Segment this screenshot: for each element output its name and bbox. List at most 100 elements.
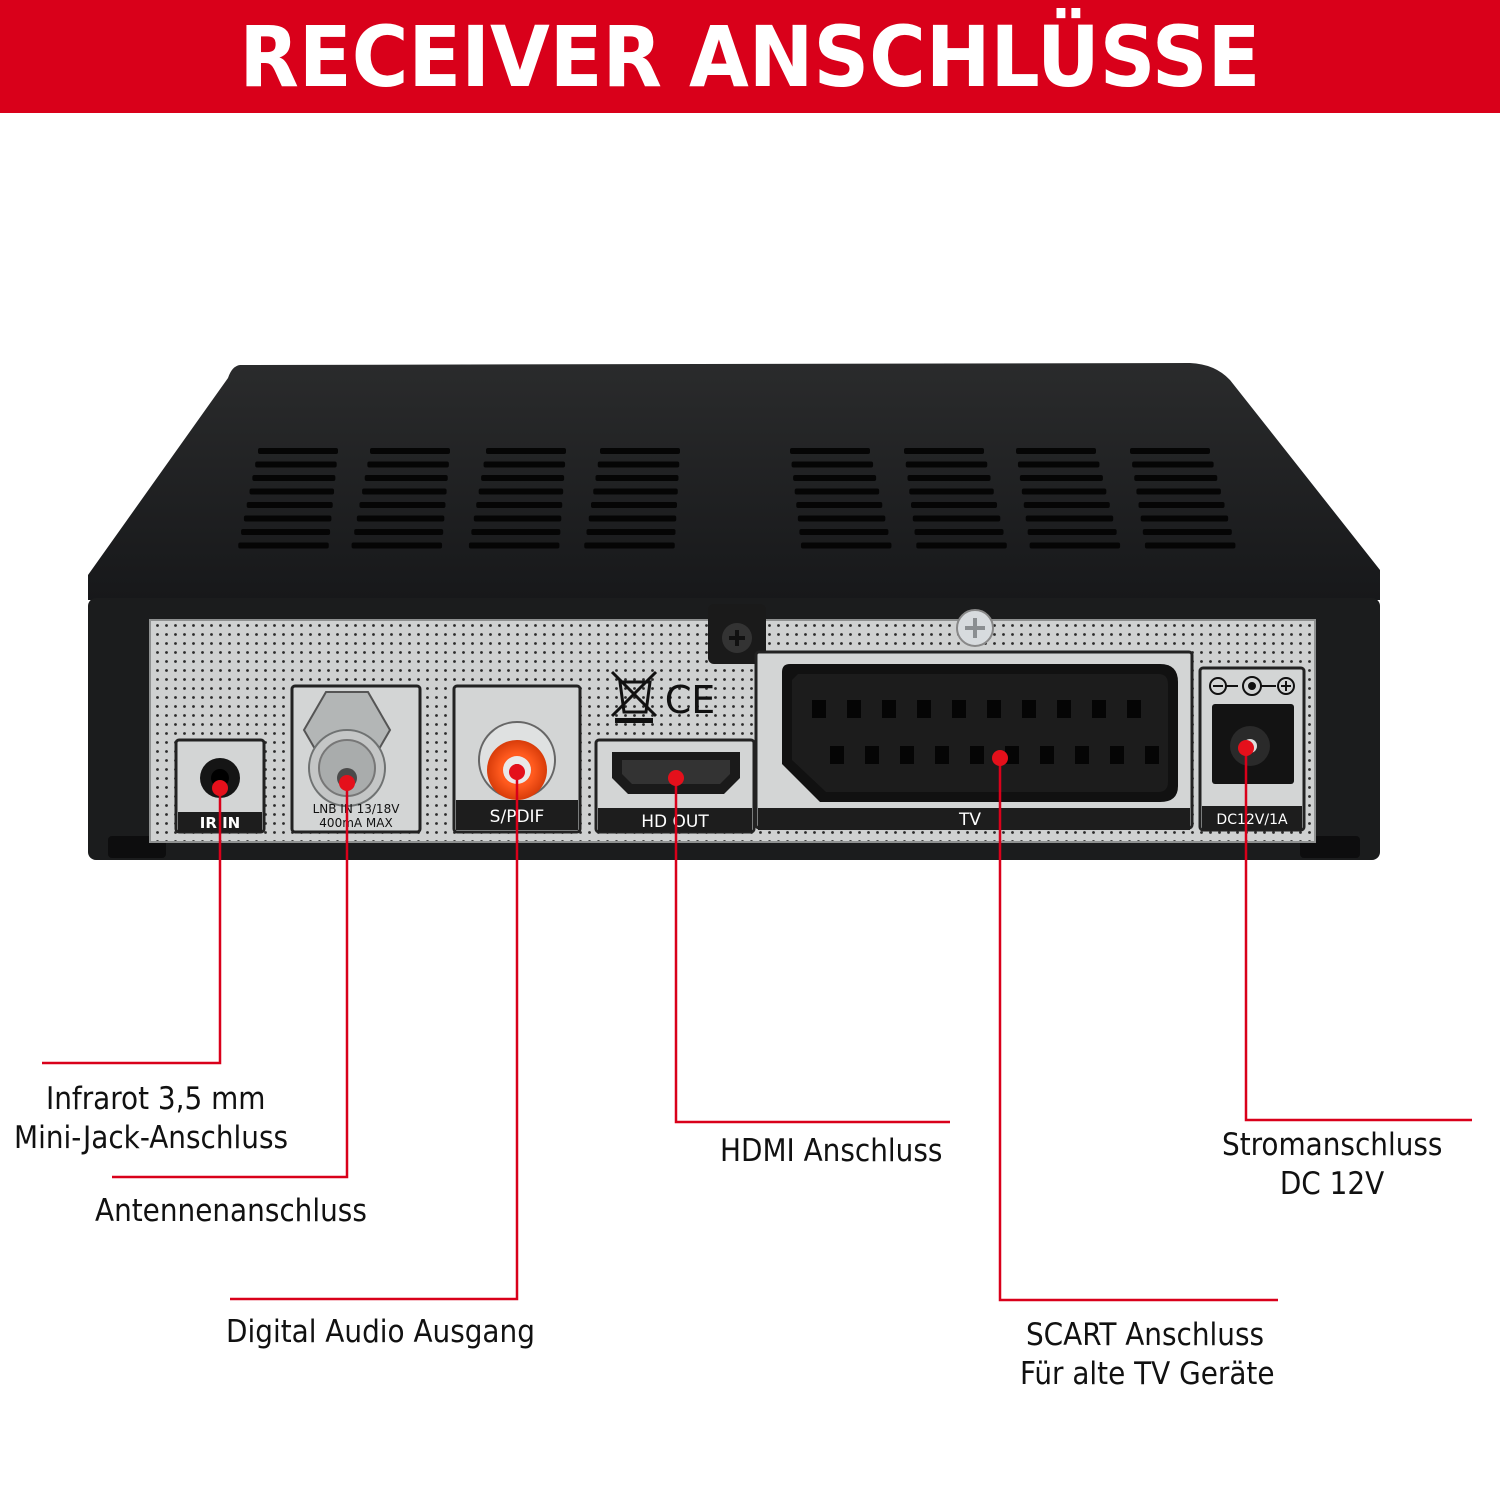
vent-slot — [799, 529, 889, 535]
dot-audio — [509, 764, 525, 780]
vent-slot — [471, 529, 561, 535]
callout-line-scart — [998, 758, 1278, 1302]
vent-slot — [1144, 542, 1236, 549]
callout-audio-line1: Digital Audio Ausgang — [226, 1314, 535, 1350]
scart-pin — [1127, 700, 1141, 718]
vent-slot — [473, 515, 562, 522]
vent-slot — [1142, 529, 1232, 535]
vent-slot — [905, 461, 988, 468]
scart-pin — [847, 700, 861, 718]
vent-slot — [794, 488, 880, 495]
callout-strom: Stromanschluss DC 12V — [1222, 1126, 1442, 1204]
callout-hdmi-line1: HDMI Anschluss — [720, 1133, 943, 1169]
header-banner: RECEIVER ANSCHLÜSSE — [0, 0, 1500, 113]
vent-slot — [1016, 448, 1096, 454]
scart-pin — [900, 746, 914, 764]
vent-slot — [1136, 488, 1221, 495]
callout-lines — [42, 748, 1472, 1302]
device-top — [88, 363, 1380, 600]
vent-slot — [916, 542, 1007, 549]
vent-slot — [468, 542, 560, 549]
weee-symbol — [610, 670, 658, 718]
callout-scart: SCART Anschluss Für alte TV Geräte — [1020, 1316, 1275, 1394]
vent-slot — [600, 448, 680, 454]
vent-slot — [255, 461, 337, 468]
lnb-label-1: LNB IN 13/18V — [313, 802, 401, 816]
ventilation-slots — [238, 448, 1236, 549]
vent-slot — [370, 448, 450, 454]
vent-slot — [359, 502, 446, 508]
vent-slot — [238, 542, 329, 549]
vent-slot — [1029, 542, 1121, 549]
vent-slot — [351, 542, 443, 549]
callout-infrarot-line2: Mini-Jack-Anschluss — [14, 1120, 289, 1156]
vent-slot — [476, 502, 563, 508]
dot-antenne — [339, 775, 355, 791]
page-title: RECEIVER ANSCHLÜSSE — [239, 7, 1261, 106]
vent-slot — [904, 448, 984, 454]
vent-slot — [796, 502, 883, 508]
dot-strom — [1238, 740, 1254, 756]
vent-slot — [912, 515, 1001, 522]
scart-pin — [935, 746, 949, 764]
vent-slot — [800, 542, 892, 549]
callout-strom-line2: DC 12V — [1279, 1166, 1385, 1202]
lnb-label-2: 400mA MAX — [319, 816, 392, 830]
vent-slot — [246, 502, 333, 508]
vent-slot — [790, 448, 870, 454]
scart-pin — [1110, 746, 1124, 764]
vent-slot — [597, 461, 680, 468]
scart-pin — [1057, 700, 1071, 718]
vent-slot — [481, 475, 565, 481]
scart-pin — [830, 746, 844, 764]
scart-pin — [865, 746, 879, 764]
vent-slot — [356, 515, 445, 522]
tv-label: TV — [958, 810, 981, 830]
vent-slot — [364, 475, 448, 481]
vent-slot — [907, 475, 991, 481]
vent-slot — [362, 488, 447, 495]
scart-pin — [1092, 700, 1106, 718]
vent-slot — [591, 502, 677, 508]
ce-mark: CE — [665, 678, 716, 722]
vent-slot — [1019, 475, 1103, 481]
scart-pin — [1040, 746, 1054, 764]
vent-slot — [367, 461, 449, 468]
vent-slot — [793, 475, 877, 481]
callout-antenne-line1: Antennenanschluss — [95, 1193, 367, 1229]
callout-scart-line2: Für alte TV Geräte — [1020, 1356, 1275, 1392]
callout-line-audio — [230, 772, 519, 1301]
dot-scart — [992, 750, 1008, 766]
vent-slot — [914, 529, 1004, 535]
scart-pin — [917, 700, 931, 718]
callout-infrarot-line1: Infrarot 3,5 mm — [46, 1081, 266, 1117]
dot-infrarot — [212, 780, 228, 796]
vent-slot — [911, 502, 998, 508]
vent-slot — [595, 475, 679, 481]
polarity-icon — [1209, 676, 1295, 696]
vent-slot — [249, 488, 335, 495]
callout-hdmi: HDMI Anschluss — [720, 1132, 942, 1171]
callout-line-antenne — [112, 783, 349, 1179]
vent-slot — [593, 488, 678, 495]
callout-line-infrarot — [42, 790, 222, 1065]
scart-pin — [952, 700, 966, 718]
vent-slot — [584, 542, 675, 549]
vent-slot — [241, 529, 331, 535]
dc-label: DC12V/1A — [1216, 812, 1288, 828]
callout-line-hdmi — [674, 780, 950, 1124]
vent-slot — [486, 448, 566, 454]
scart-pin — [1005, 746, 1019, 764]
vent-slot — [354, 529, 444, 535]
vent-slot — [252, 475, 336, 481]
vent-slot — [483, 461, 566, 468]
vent-slot — [1027, 529, 1117, 535]
scart-pins — [812, 700, 1159, 764]
scart-pin — [1022, 700, 1036, 718]
vent-slot — [1017, 461, 1100, 468]
callout-antenne: Antennenanschluss — [95, 1192, 367, 1231]
vent-slot — [1021, 488, 1107, 495]
callout-line-strom — [1244, 748, 1472, 1122]
vent-slot — [791, 461, 874, 468]
